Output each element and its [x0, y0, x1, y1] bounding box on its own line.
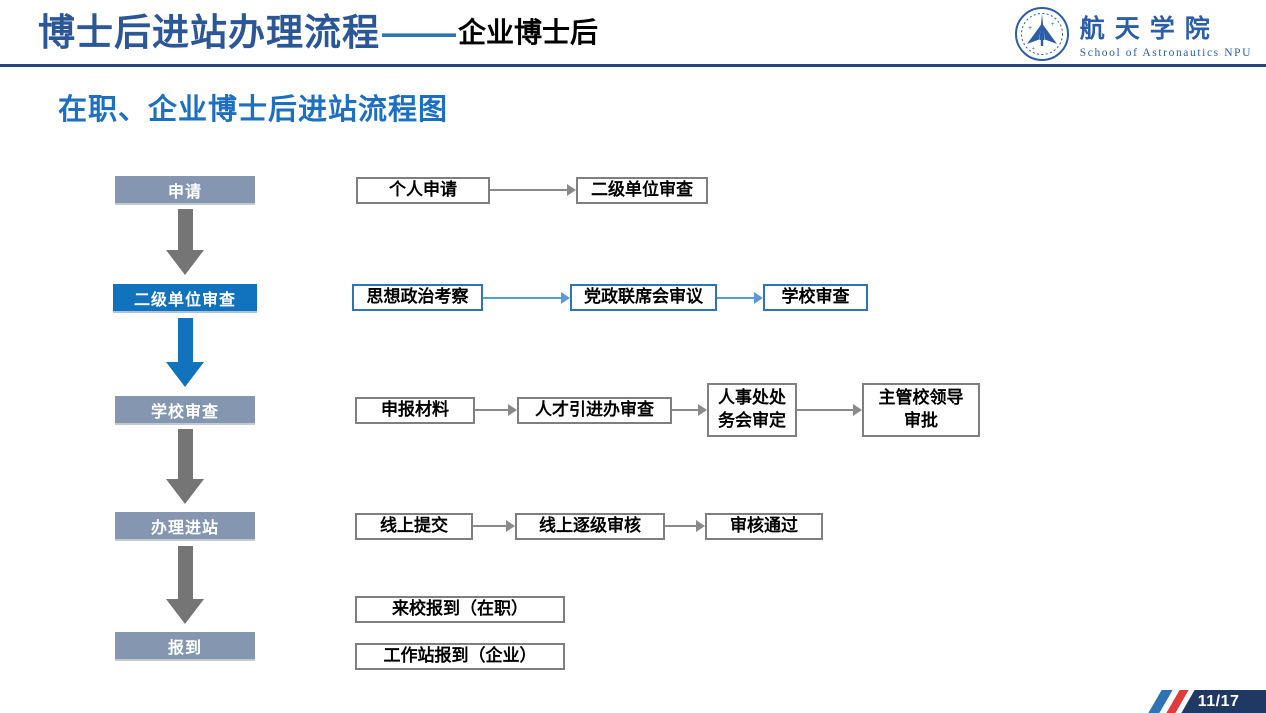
footer-page-marker: 11/17	[1046, 690, 1266, 713]
stage-apply: 申请	[115, 176, 255, 203]
down-arrow-icon	[166, 429, 204, 504]
flow-box-secondary-unit-review: 二级单位审查	[576, 177, 708, 204]
arrow-connector-icon	[797, 402, 862, 418]
stage-secondary-unit-review: 二级单位审查	[113, 284, 257, 311]
flow-box-declaration-materials: 申报材料	[355, 397, 475, 424]
flow-box-school-review: 学校审查	[763, 284, 868, 311]
title-dash: ——	[382, 12, 456, 53]
down-arrow-icon	[166, 546, 204, 624]
flow-box-personal-application: 个人申请	[356, 177, 490, 204]
svg-text:+: +	[1051, 22, 1055, 28]
school-logo: + + + 航天学院 School of Astronautics NPU	[1014, 6, 1252, 62]
stage-registration: 报到	[115, 632, 255, 659]
school-name-en: School of Astronautics NPU	[1079, 47, 1252, 59]
down-arrow-icon	[166, 209, 204, 275]
arrow-connector-icon	[483, 290, 570, 306]
arrow-connector-icon	[473, 518, 515, 534]
arrow-connector-icon	[672, 402, 707, 418]
page-number: 11/17	[1198, 692, 1240, 710]
flow-box-oncampus-registration: 来校报到（在职）	[355, 596, 565, 623]
school-logo-text: 航天学院 School of Astronautics NPU	[1080, 9, 1252, 59]
school-name-cn: 航天学院	[1079, 16, 1220, 43]
flow-box-workstation-registration: 工作站报到（企业）	[355, 643, 565, 670]
flow-box-review-passed: 审核通过	[705, 513, 823, 540]
page-title-suffix: 企业博士后	[458, 17, 599, 49]
stage-entry-processing: 办理进站	[115, 512, 255, 539]
arrow-connector-icon	[665, 518, 705, 534]
arrow-connector-icon	[490, 182, 576, 198]
arrow-connector-icon	[475, 402, 517, 418]
page-title: 博士后进站办理流程 —— 企业博士后	[38, 12, 598, 55]
flow-box-political-review: 思想政治考察	[352, 284, 483, 311]
school-emblem-icon: + + +	[1014, 7, 1069, 61]
flow-box-leader-approval: 主管校领导 审批	[862, 383, 980, 437]
header-divider-line	[0, 64, 1266, 67]
down-arrow-icon	[166, 318, 204, 387]
flow-box-joint-committee-review: 党政联席会审议	[570, 284, 717, 311]
svg-text:+: +	[1032, 46, 1035, 52]
arrow-connector-icon	[717, 290, 763, 306]
flow-box-hr-committee-approval: 人事处处 务会审定	[707, 383, 797, 437]
flow-box-talent-office-review: 人才引进办审查	[517, 397, 672, 424]
page-number-block: 11/17	[1181, 690, 1266, 713]
stage-school-review: 学校审查	[115, 396, 255, 423]
flow-box-online-level-review: 线上逐级审核	[515, 513, 665, 540]
flow-box-online-submission: 线上提交	[355, 513, 473, 540]
page-title-main: 博士后进站办理流程	[38, 12, 380, 53]
section-title: 在职、企业博士后进站流程图	[58, 94, 449, 126]
svg-text:+: +	[1028, 25, 1032, 32]
